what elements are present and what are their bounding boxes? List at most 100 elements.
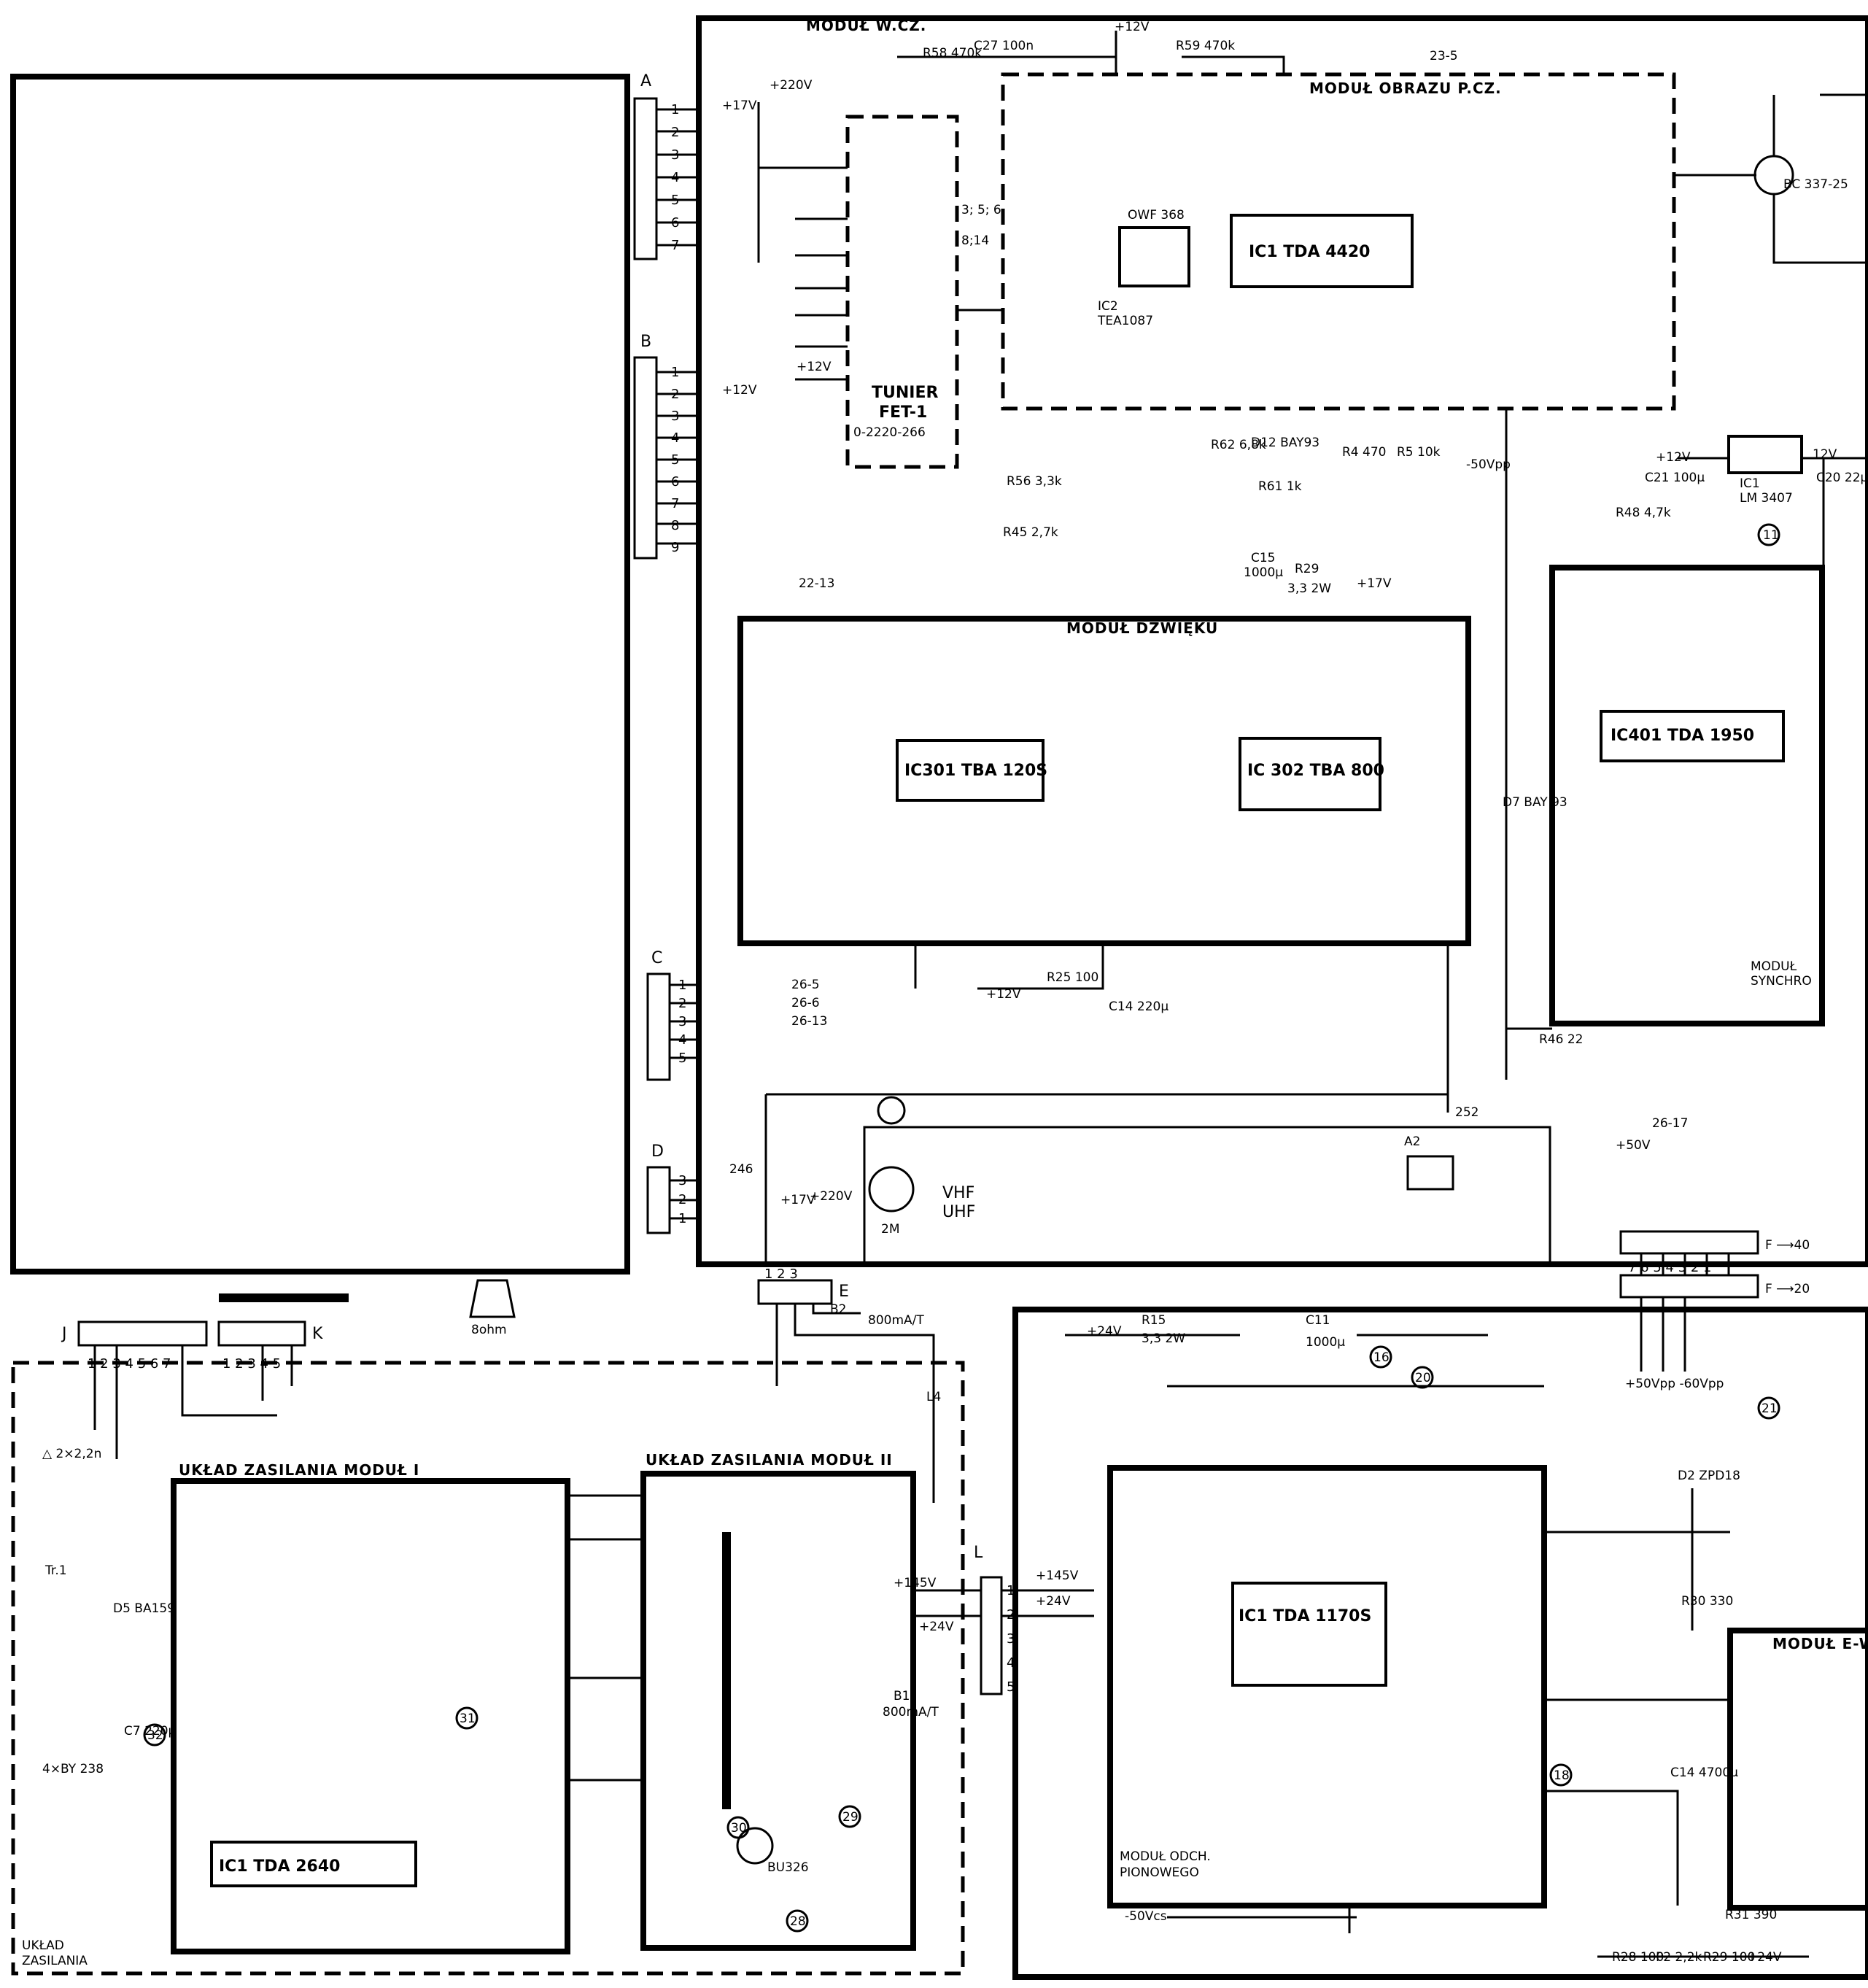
connector-l-pin-3: 3 — [1007, 1631, 1015, 1647]
wire-bottom-bus — [764, 943, 1449, 1262]
module-odch-pionowego — [1107, 1465, 1547, 1908]
connector-l-pin-4: 4 — [1007, 1655, 1015, 1671]
ic-tda4420-label: IC1 TDA 4420 — [1249, 243, 1370, 261]
label-r61: R61 1k — [1258, 479, 1302, 494]
label-c27: C27 100n — [974, 39, 1034, 53]
transistor-bu326-label: BU326 — [767, 1860, 809, 1875]
node-28-label: 28 — [790, 1914, 806, 1929]
ic-tea1087-label-1: IC2 — [1098, 299, 1118, 314]
label-v12-top: +12V — [1115, 20, 1150, 34]
connector-a — [633, 97, 658, 260]
connector-c-label: C — [651, 949, 662, 967]
node-29-label: 29 — [842, 1810, 859, 1825]
label-r62: R62 6,8k — [1211, 438, 1266, 452]
crt-panel — [10, 74, 630, 1275]
label-r48: R48 4,7k — [1616, 506, 1671, 520]
module-zasilania-1 — [171, 1478, 570, 1954]
module-dzwieku — [737, 616, 1471, 946]
label-r29: R29 — [1295, 562, 1319, 576]
ic-tba120s — [896, 739, 1045, 802]
wire-e-to-ps — [775, 1304, 935, 1503]
wire-b-bus — [656, 371, 699, 545]
label-v12-lm: +12V — [1656, 450, 1691, 465]
wire-j-feed — [93, 1345, 293, 1459]
connector-d — [646, 1166, 671, 1234]
node-21-label: 21 — [1762, 1401, 1778, 1416]
label-modul-wcz: MODUŁ W.CZ. — [806, 17, 926, 34]
connector-c — [646, 972, 671, 1081]
ic-tda1950-label: IC401 TDA 1950 — [1611, 727, 1754, 745]
switch-a2 — [1406, 1155, 1454, 1191]
wire-obrazu-out — [1674, 93, 1868, 264]
node-21 — [1757, 1396, 1780, 1420]
connector-j-label: J — [61, 1325, 67, 1343]
board-zasilania — [11, 1361, 965, 1976]
connector-j-pins: 1 2 3 4 5 6 7 — [88, 1356, 171, 1372]
label-odch-1: MODUŁ ODCH. — [1120, 1849, 1211, 1864]
ref-2m: 2M — [881, 1222, 899, 1237]
label-c15v: 1000µ — [1244, 565, 1283, 580]
c-ref-2: 26-6 — [791, 996, 820, 1010]
ic-tea1087-label-2: TEA1087 — [1097, 314, 1153, 328]
transistor-t1-label: BC 337-25 — [1783, 177, 1848, 192]
label-v12-tuner: +12V — [797, 360, 832, 374]
label-v17-ant: +17V — [780, 1193, 815, 1207]
node-16-label: 16 — [1373, 1350, 1390, 1365]
wire-odch-feed — [1065, 1334, 1730, 1906]
label-v50vpp: -50Vpp — [1466, 457, 1511, 472]
connector-f20: F ⟶20 — [1765, 1282, 1810, 1296]
ref-252: 252 — [1455, 1105, 1478, 1120]
connector-e-pins: 1 2 3 — [764, 1266, 798, 1282]
ic-tba800 — [1239, 737, 1381, 811]
wire-a-bus — [656, 108, 699, 247]
label-c15: C15 — [1251, 551, 1276, 565]
label-r45: R45 2,7k — [1003, 525, 1058, 540]
module-obrazu — [1001, 72, 1676, 411]
transformer-core — [722, 1532, 731, 1809]
module-synchro — [1549, 565, 1825, 1026]
node-28 — [786, 1909, 809, 1933]
label-v24-l: +24V — [1036, 1594, 1071, 1609]
ic-tda1170s-label: IC1 TDA 1170S — [1239, 1607, 1371, 1625]
wire-ps-interconnect — [567, 1494, 1094, 1782]
label-vhf: VHF — [942, 1184, 974, 1202]
label-v220-ant: +220V — [810, 1189, 853, 1204]
label-c21: C21 100µ — [1645, 471, 1705, 485]
ref-3568: 3; 5; 6 — [961, 203, 1001, 217]
label-r4: R4 470 — [1342, 445, 1386, 460]
label-v17-snd: +17V — [1357, 576, 1392, 591]
label-c11: C11 — [1306, 1313, 1330, 1328]
label-v12-snd: +12V — [986, 987, 1021, 1002]
label-c14b: C14 4700µ — [1670, 1765, 1738, 1780]
module-ew — [1727, 1628, 1868, 1911]
wire-lm-rail — [1678, 457, 1868, 568]
tuner-label-2: FET-1 — [879, 403, 927, 422]
c-ref-1: 26-5 — [791, 978, 820, 992]
label-bridge: 4×BY 238 — [42, 1762, 104, 1776]
label-r15: R15 — [1142, 1313, 1166, 1328]
label-uhf: UHF — [942, 1203, 975, 1221]
label-v12b-lm: 12V — [1813, 447, 1837, 462]
connector-b-pin-9: 9 — [671, 540, 679, 555]
antenna-coax — [868, 1166, 915, 1212]
label-d2: D2 ZPD18 — [1678, 1469, 1740, 1483]
ic-tda2640-label: IC1 TDA 2640 — [219, 1857, 340, 1876]
label-v145-l: +145V — [1036, 1569, 1079, 1583]
label-v145-ps: +145V — [894, 1576, 937, 1590]
label-c11v: 1000µ — [1306, 1335, 1345, 1350]
connector-f-bottom — [1619, 1274, 1759, 1299]
label-v220-wcz: +220V — [770, 78, 813, 93]
filter-owf-label: OWF 368 — [1128, 208, 1185, 223]
ic-tba800-label: IC 302 TBA 800 — [1247, 762, 1384, 780]
wire-snd-supply — [914, 943, 1104, 990]
speaker-icon — [469, 1279, 516, 1318]
connector-b-label: B — [640, 333, 651, 351]
label-r25: R25 100 — [1047, 970, 1098, 985]
node-30-label: 30 — [731, 1821, 747, 1836]
label-r56: R56 3,3k — [1007, 474, 1062, 489]
label-modul-dzwieku: MODUŁ DŹWIĘKU — [1066, 619, 1218, 637]
connector-b — [633, 356, 658, 560]
label-r46: R46 22 — [1539, 1032, 1583, 1047]
label-r59: R59 470k — [1176, 39, 1235, 53]
